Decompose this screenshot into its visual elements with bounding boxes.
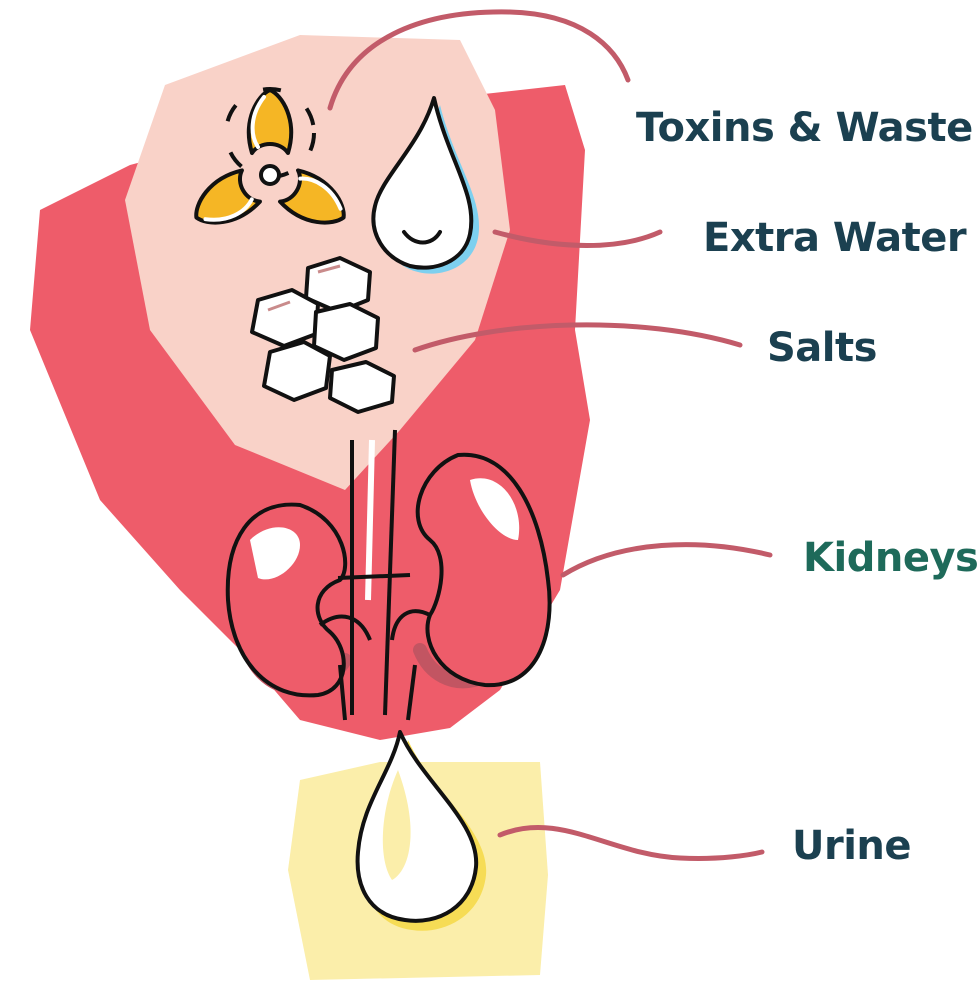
label-extra-water: Extra Water [703,214,966,262]
urine-drop-icon [358,732,487,931]
label-salts: Salts [767,324,877,372]
label-urine: Urine [792,822,911,870]
label-kidneys: Kidneys [803,534,977,582]
leader-line-kidneys [563,545,770,575]
label-toxins-waste: Toxins & Waste [636,104,973,152]
